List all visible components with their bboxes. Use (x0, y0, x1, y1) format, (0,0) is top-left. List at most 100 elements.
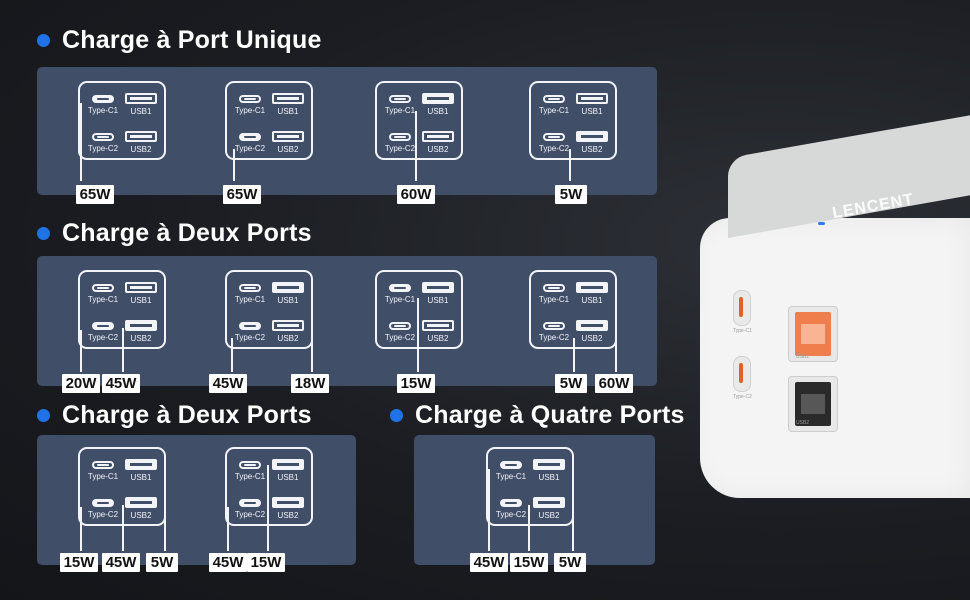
connector-line (267, 465, 269, 551)
port-usb2: USB2 (573, 320, 611, 343)
charger-outline (225, 447, 313, 526)
port-label: USB2 (277, 511, 299, 520)
port-usb2: USB2 (122, 497, 160, 520)
connector-line (417, 298, 419, 372)
port-type-c1: Type-C1 (84, 461, 122, 481)
port-icon (92, 499, 114, 507)
port-icon (543, 284, 565, 292)
port-icon (92, 461, 114, 469)
wattage-label: 5W (555, 185, 587, 204)
charger-port-type-c2 (733, 356, 751, 392)
heading-text: Charge à Quatre Ports (415, 401, 685, 429)
port-icon (125, 93, 157, 104)
port-label: Type-C2 (538, 333, 570, 342)
port-usb2: USB2 (419, 131, 457, 154)
wattage-label: 60W (595, 374, 633, 393)
port-icon (422, 93, 454, 104)
charger-port-label: USB2 (796, 420, 810, 426)
port-usb2: USB2 (122, 320, 160, 343)
port-type-c1: Type-C1 (84, 95, 122, 115)
port-usb2: USB2 (269, 131, 307, 154)
bullet-dot (37, 34, 50, 47)
port-label: Type-C2 (384, 144, 416, 153)
port-label: USB2 (427, 334, 449, 343)
heading-text: Charge à Deux Ports (62, 401, 312, 429)
wattage-label: 45W (209, 553, 247, 572)
port-icon (533, 459, 565, 470)
port-icon (543, 133, 565, 141)
port-type-c2: Type-C2 (381, 322, 419, 342)
charger-port-label: Type-C2 (733, 394, 752, 400)
port-label: Type-C1 (234, 295, 266, 304)
port-icon (125, 459, 157, 470)
port-icon (543, 322, 565, 330)
panel-single-port: Type-C1 USB1 Type-C2 USB2 65W Type-C1 US… (37, 67, 657, 204)
connector-line (80, 103, 82, 181)
port-label: USB1 (130, 296, 152, 305)
port-usb1: USB1 (573, 282, 611, 305)
connector-line (528, 505, 530, 551)
connector-line (233, 149, 235, 181)
wattage-label: 15W (247, 553, 285, 572)
port-icon (389, 133, 411, 141)
port-usb1: USB1 (269, 282, 307, 305)
port-icon (272, 93, 304, 104)
wattage-label: 45W (209, 374, 247, 393)
port-label: USB2 (538, 511, 560, 520)
port-usb1: USB1 (269, 459, 307, 482)
port-icon (92, 95, 114, 103)
heading-text: Charge à Port Unique (62, 26, 322, 54)
charger-product-image: LENCENT Type-C1 Type-C2 USB1 USB2 (700, 112, 970, 498)
port-label: USB1 (277, 473, 299, 482)
port-type-c1: Type-C1 (381, 95, 419, 115)
port-type-c1: Type-C1 (231, 95, 269, 115)
charger-outline (375, 81, 463, 160)
port-icon (389, 95, 411, 103)
charger-port-usb2 (788, 376, 838, 432)
port-label: Type-C2 (538, 144, 570, 153)
port-type-c2: Type-C2 (231, 322, 269, 342)
port-label: Type-C2 (87, 510, 119, 519)
connector-line (80, 330, 82, 372)
port-icon (422, 282, 454, 293)
port-usb1: USB1 (122, 93, 160, 116)
heading-two-ports: Charge à Deux Ports (37, 219, 312, 248)
port-type-c2: Type-C2 (84, 133, 122, 153)
port-icon (500, 499, 522, 507)
wattage-label: 45W (102, 553, 140, 572)
port-label: USB1 (427, 296, 449, 305)
wattage-label: 20W (62, 374, 100, 393)
port-label: USB2 (130, 145, 152, 154)
port-usb1: USB1 (573, 93, 611, 116)
port-label: Type-C1 (87, 295, 119, 304)
port-usb1: USB1 (419, 282, 457, 305)
port-icon (389, 322, 411, 330)
port-usb2: USB2 (530, 497, 568, 520)
port-type-c2: Type-C2 (231, 499, 269, 519)
port-label: USB1 (427, 107, 449, 116)
port-icon (125, 282, 157, 293)
port-usb1: USB1 (530, 459, 568, 482)
port-label: Type-C2 (234, 510, 266, 519)
connector-line (231, 338, 233, 372)
connector-line (122, 505, 124, 551)
wattage-label: 15W (510, 553, 548, 572)
port-label: USB1 (581, 296, 603, 305)
port-label: Type-C1 (234, 472, 266, 481)
connector-line (122, 328, 124, 372)
charger-port-label: Type-C1 (733, 328, 752, 334)
port-type-c2: Type-C2 (381, 133, 419, 153)
port-label: Type-C1 (538, 106, 570, 115)
port-usb2: USB2 (269, 320, 307, 343)
port-label: USB2 (277, 334, 299, 343)
port-label: Type-C2 (87, 144, 119, 153)
port-usb1: USB1 (419, 93, 457, 116)
wattage-label: 15W (60, 553, 98, 572)
led-indicator (818, 222, 825, 225)
connector-line (615, 288, 617, 372)
port-type-c2: Type-C2 (535, 133, 573, 153)
port-type-c2: Type-C2 (231, 133, 269, 153)
port-label: USB2 (130, 334, 152, 343)
charger-outline (375, 270, 463, 349)
port-type-c2: Type-C2 (84, 322, 122, 342)
